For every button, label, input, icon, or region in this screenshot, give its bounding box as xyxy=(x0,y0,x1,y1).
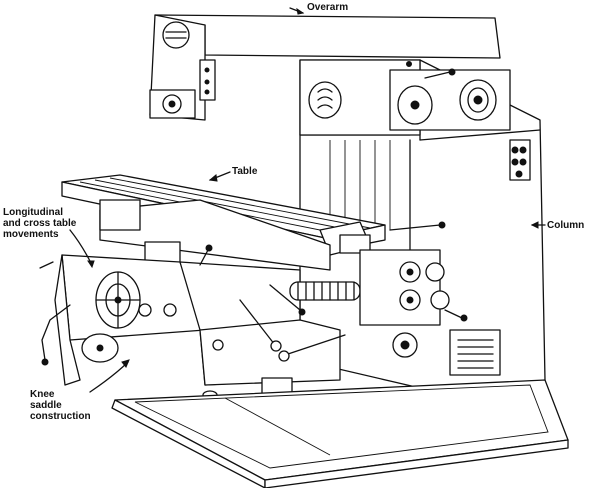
leader-lines xyxy=(39,7,546,393)
label-knee-3: construction xyxy=(30,411,91,422)
knee-saddle xyxy=(41,199,468,386)
label-knee-2: saddle xyxy=(30,400,62,411)
label-column: Column xyxy=(547,220,585,231)
base xyxy=(111,379,569,488)
label-longitudinal-3: movements xyxy=(3,229,59,240)
label-knee-1: Knee xyxy=(30,389,55,400)
overarm xyxy=(149,14,501,121)
label-overarm: Overarm xyxy=(307,2,349,13)
label-longitudinal-2: and cross table xyxy=(3,218,77,229)
spindle-head xyxy=(299,59,511,136)
label-table: Table xyxy=(232,166,258,177)
label-longitudinal-1: Longitudinal xyxy=(3,207,63,218)
